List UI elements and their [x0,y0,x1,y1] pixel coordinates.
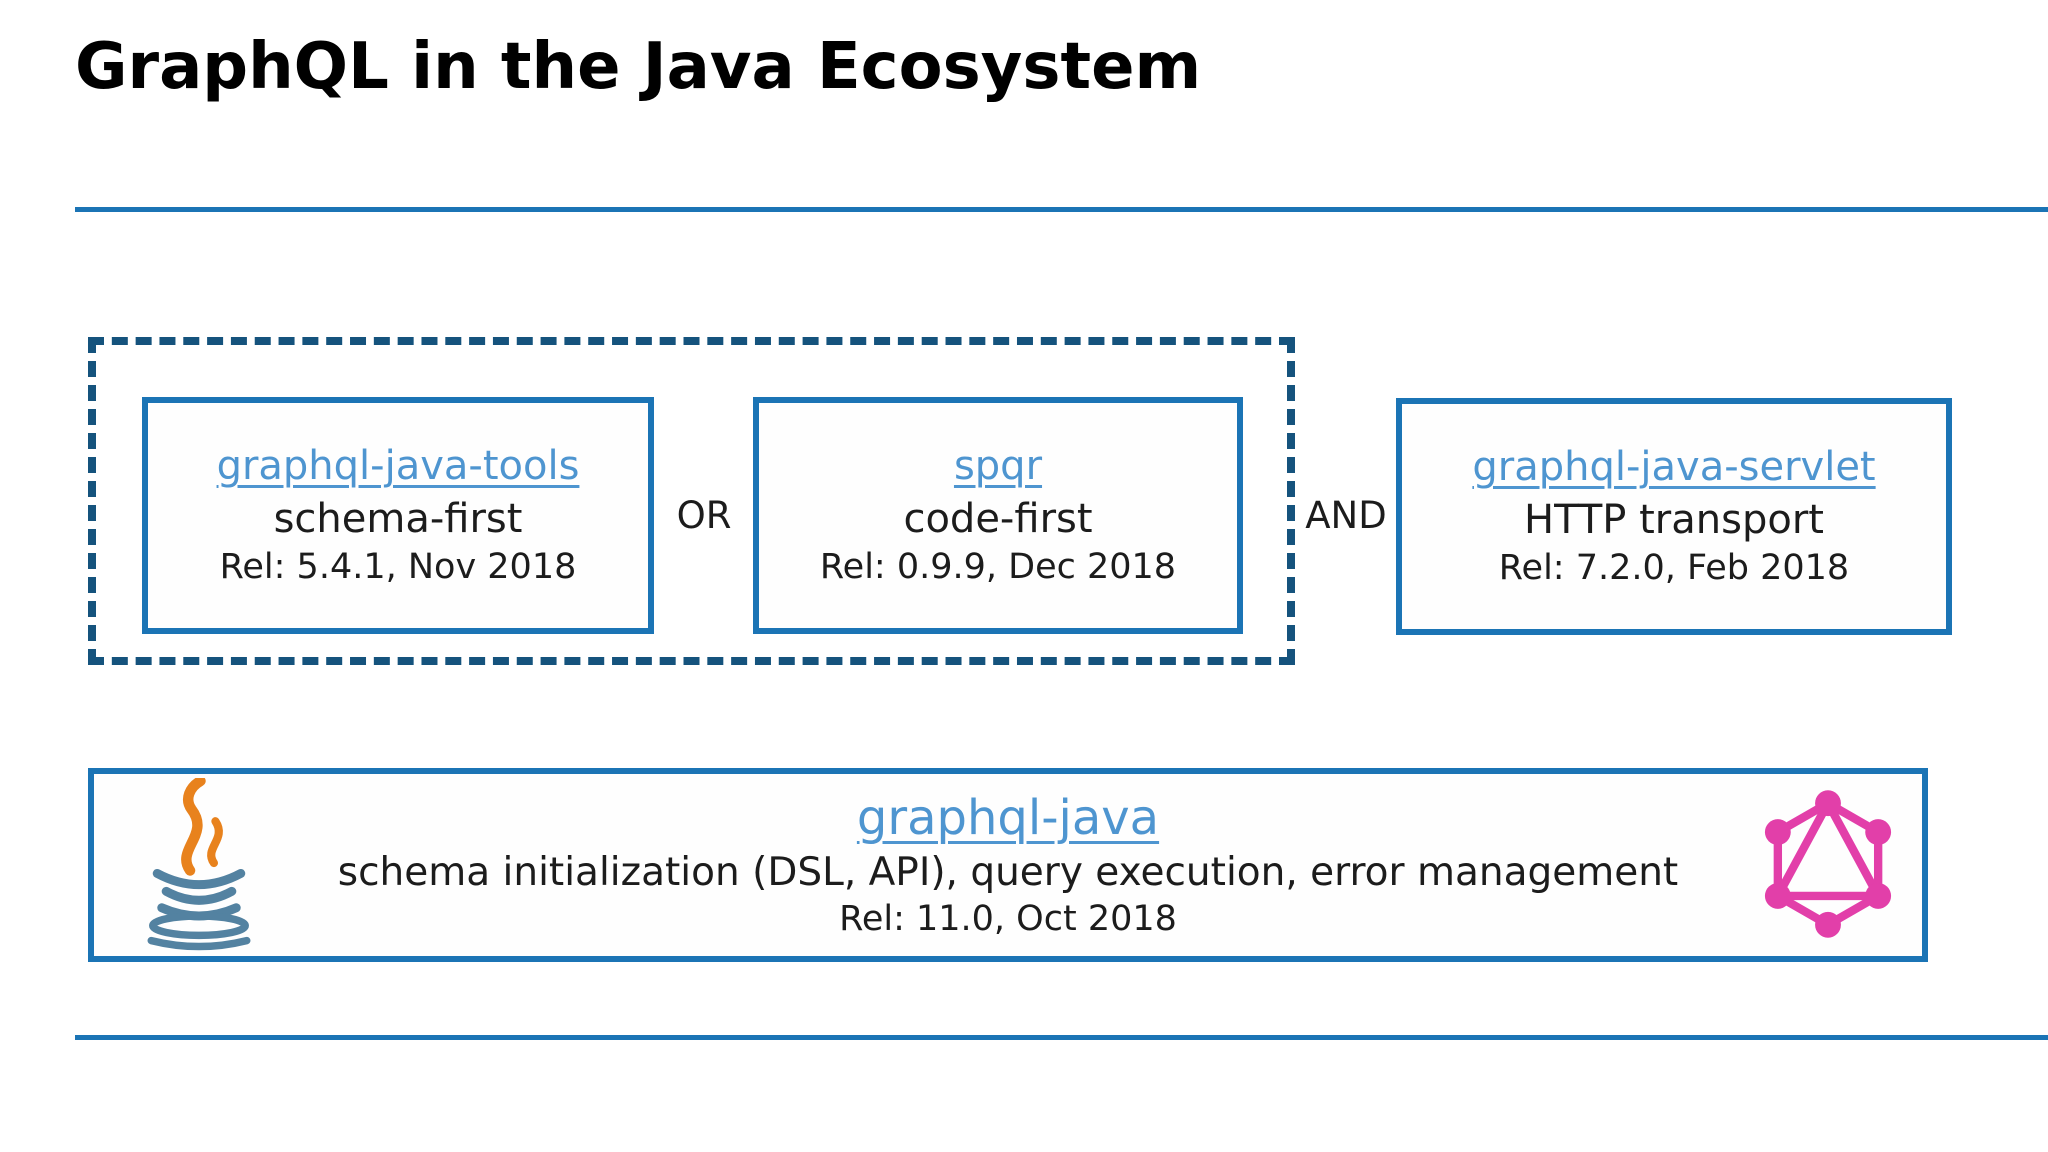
graphql-logo-icon [1764,790,1892,938]
schema-or-code-group [88,337,1295,665]
and-connector-label: AND [1305,494,1387,537]
release-label: Rel: 11.0, Oct 2018 [839,899,1177,940]
approach-label: code-first [903,496,1093,543]
library-box-graphql-java-servlet: graphql-java-servlet HTTP transport Rel:… [1396,398,1952,635]
top-divider [75,207,2048,212]
approach-label: HTTP transport [1524,497,1824,544]
graphql-java-servlet-link[interactable]: graphql-java-servlet [1472,444,1876,491]
library-box-graphql-java-tools: graphql-java-tools schema-first Rel: 5.4… [142,397,654,634]
or-connector-label: OR [676,494,732,537]
release-label: Rel: 0.9.9, Dec 2018 [819,546,1177,587]
release-label: Rel: 5.4.1, Nov 2018 [219,546,577,587]
spqr-link[interactable]: spqr [953,443,1043,490]
approach-label: schema-first [273,496,523,543]
java-logo-icon [147,778,251,951]
bottom-divider [75,1035,2048,1040]
foundation-box-graphql-java: graphql-java schema initialization (DSL,… [88,768,1928,962]
library-box-spqr: spqr code-first Rel: 0.9.9, Dec 2018 [753,397,1243,634]
graphql-java-link[interactable]: graphql-java [856,789,1160,846]
foundation-description: schema initialization (DSL, API), query … [337,850,1679,896]
graphql-java-tools-link[interactable]: graphql-java-tools [216,443,580,490]
page-title: GraphQL in the Java Ecosystem [75,30,1202,104]
release-label: Rel: 7.2.0, Feb 2018 [1498,547,1850,588]
